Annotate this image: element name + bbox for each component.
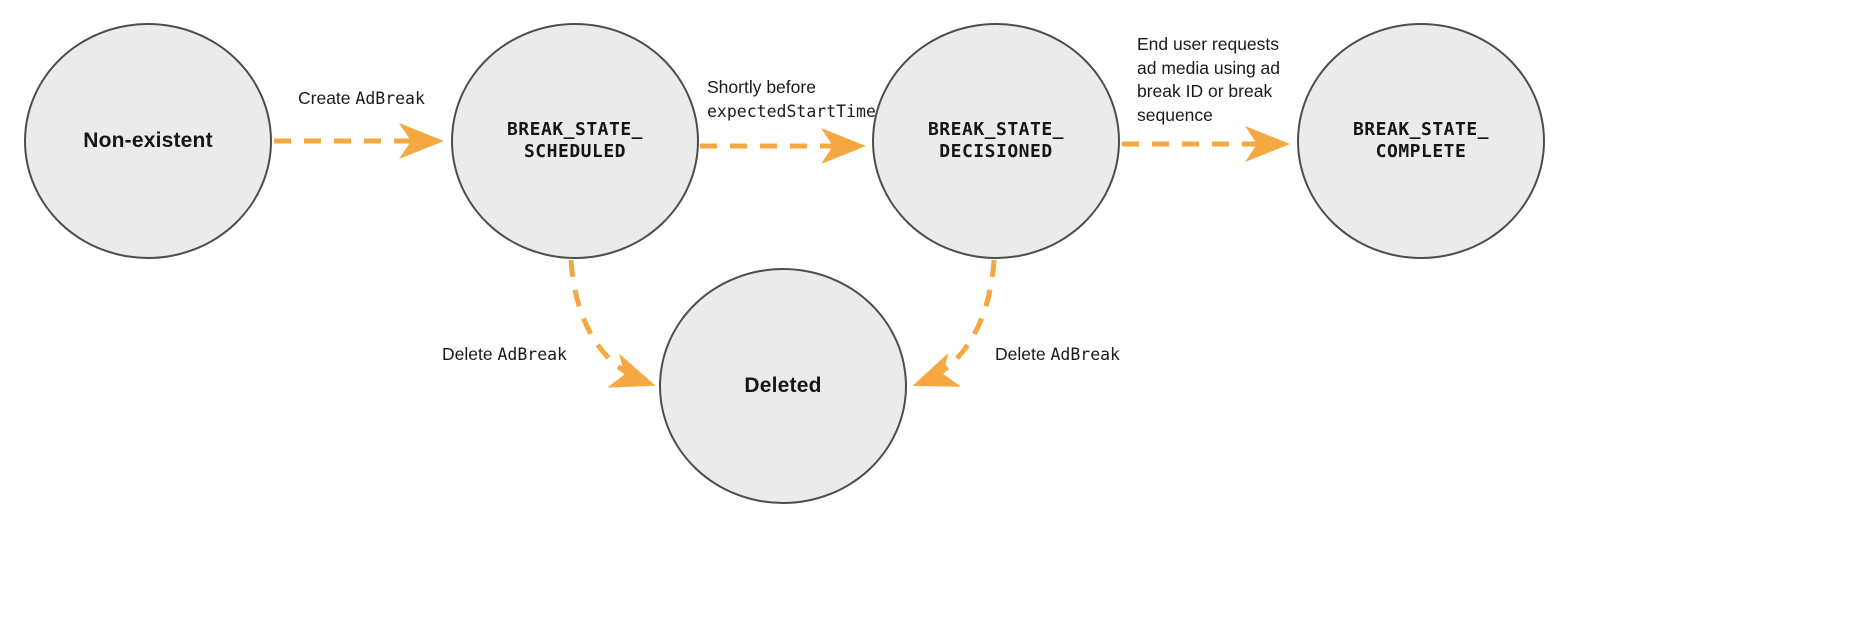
state-node-break-state-complete[interactable]: BREAK_STATE_ COMPLETE <box>1297 23 1545 259</box>
state-node-label: Non-existent <box>83 128 213 152</box>
edge-label-code: AdBreak <box>355 89 425 108</box>
edge-label-text: Create <box>298 88 356 108</box>
state-node-label: Deleted <box>744 373 822 397</box>
edge-label-text: End user requests ad media using ad brea… <box>1137 34 1281 125</box>
edge-label-code: AdBreak <box>497 345 567 364</box>
edge-label-scheduled-to-decisioned: Shortly before expectedStartTime <box>707 76 876 123</box>
state-node-label: BREAK_STATE_ SCHEDULED <box>506 118 644 163</box>
state-node-break-state-decisioned[interactable]: BREAK_STATE_ DECISIONED <box>872 23 1120 259</box>
edge-label-code: AdBreak <box>1050 345 1120 364</box>
state-node-break-state-scheduled[interactable]: BREAK_STATE_ SCHEDULED <box>451 23 699 259</box>
edge-label-text: Delete <box>442 344 498 364</box>
edge-label-code: expectedStartTime <box>707 101 876 121</box>
edge-label-decisioned-to-deleted: Delete AdBreak <box>995 343 1120 367</box>
edge-label-create-adbreak: Create AdBreak <box>298 87 425 111</box>
edge-label-decisioned-to-complete: End user requests ad media using ad brea… <box>1137 33 1280 128</box>
edge-label-scheduled-to-deleted: Delete AdBreak <box>442 343 567 367</box>
state-node-label: BREAK_STATE_ DECISIONED <box>927 118 1065 163</box>
edge-scheduled-to-deleted <box>568 259 656 388</box>
state-node-label: BREAK_STATE_ COMPLETE <box>1352 118 1490 163</box>
edge-label-text: Delete <box>995 344 1051 364</box>
state-node-deleted[interactable]: Deleted <box>659 268 907 504</box>
edge-label-text: Shortly before <box>707 77 816 97</box>
state-node-non-existent[interactable]: Non-existent <box>24 23 272 259</box>
edge-decisioned-to-deleted <box>912 259 997 387</box>
